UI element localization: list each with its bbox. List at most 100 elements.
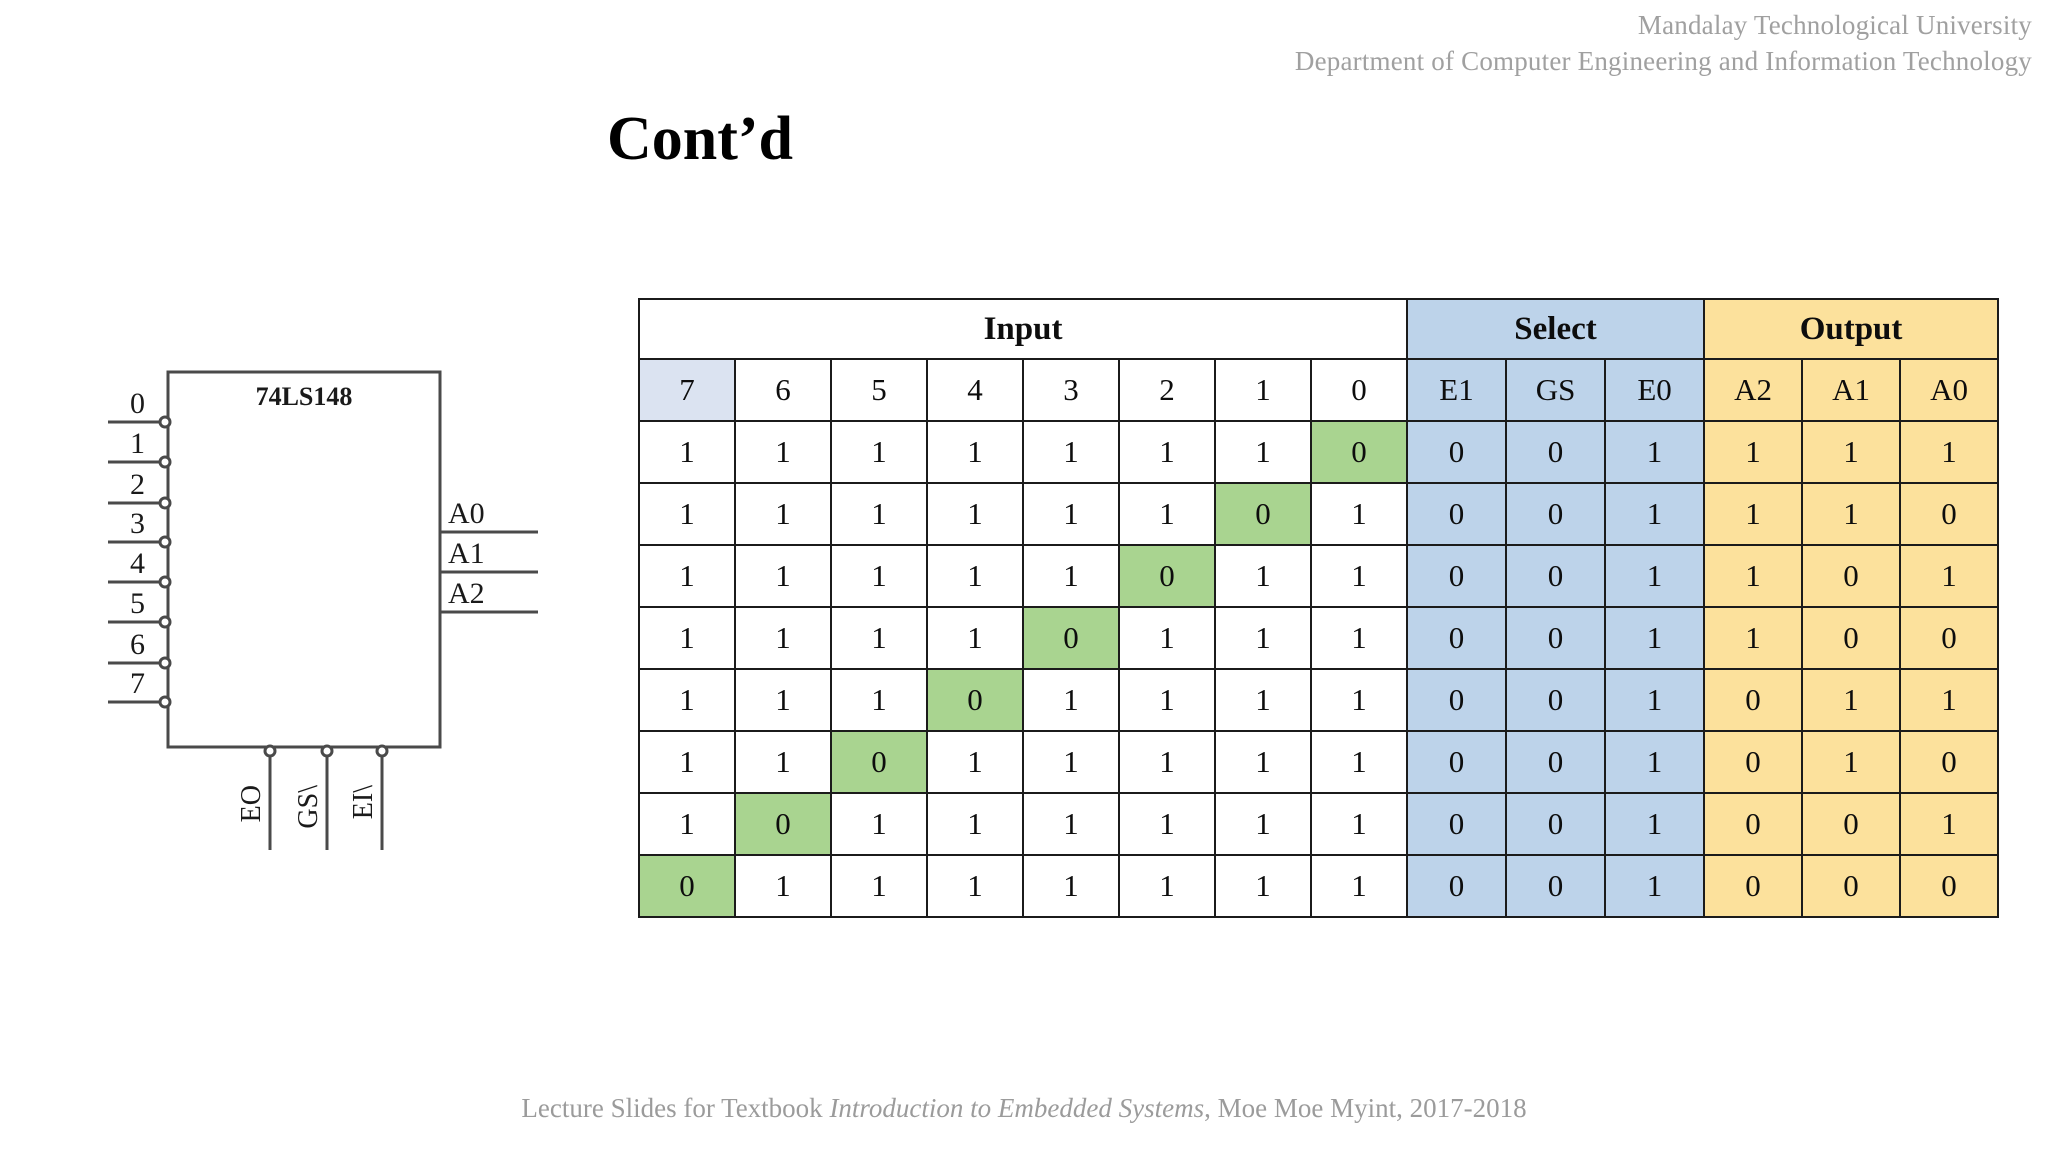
table-cell-r8-6: 1 (734, 854, 832, 918)
table-column-header-a0: A0 (1899, 358, 2000, 422)
table-cell-r8-a1: 0 (1801, 854, 1902, 918)
table-cell-r6-6: 1 (734, 730, 832, 794)
input-bubble-7 (158, 695, 172, 709)
table-cell-r7-0: 1 (1309, 792, 1409, 856)
table-column-header-a1: A1 (1801, 358, 1902, 422)
input-bubble-4 (158, 575, 172, 589)
table-cell-r6-a0: 0 (1899, 730, 2000, 794)
table-cell-r3-a2: 1 (1703, 544, 1804, 608)
bottom-pin-label-gs: GS\ (293, 785, 324, 829)
table-cell-r8-e0: 1 (1604, 854, 1706, 918)
table-cell-r8-4: 1 (926, 854, 1024, 918)
table-cell-r1-a1: 1 (1801, 420, 1902, 484)
table-cell-r4-4: 1 (926, 606, 1024, 670)
table-group-header-select: Select (1406, 298, 1706, 360)
table-cell-r1-7: 1 (638, 420, 736, 484)
table-cell-r5-a2: 0 (1703, 668, 1804, 732)
table-cell-r1-5: 1 (830, 420, 928, 484)
slide-header: Mandalay Technological University Depart… (1295, 8, 2032, 79)
table-cell-r3-e1: 0 (1406, 544, 1508, 608)
table-cell-r7-a2: 0 (1703, 792, 1804, 856)
table-cell-r6-5: 0 (830, 730, 928, 794)
table-cell-r4-7: 1 (638, 606, 736, 670)
table-cell-r1-e0: 1 (1604, 420, 1706, 484)
input-pin-label-3: 3 (130, 507, 145, 540)
table-cell-r6-3: 1 (1022, 730, 1120, 794)
table-cell-r3-a0: 1 (1899, 544, 2000, 608)
output-pin-label-a2: A2 (448, 577, 485, 610)
table-cell-r3-7: 1 (638, 544, 736, 608)
table-cell-r6-7: 1 (638, 730, 736, 794)
table-cell-r7-3: 1 (1022, 792, 1120, 856)
chip-schematic-svg: 74LS148 0 1 2 3 4 5 6 7 A (108, 370, 538, 850)
table-cell-r4-gs: 0 (1505, 606, 1607, 670)
table-cell-r7-7: 1 (638, 792, 736, 856)
output-pin-label-a0: A0 (448, 497, 485, 530)
table-cell-r7-4: 1 (926, 792, 1024, 856)
slide-footer: Lecture Slides for Textbook Introduction… (0, 1093, 2048, 1124)
department-name: Department of Computer Engineering and I… (1294, 45, 2032, 76)
table-cell-r8-7: 0 (638, 854, 736, 918)
table-cell-r4-2: 1 (1118, 606, 1216, 670)
table-cell-r1-0: 0 (1309, 420, 1409, 484)
table-cell-r5-e1: 0 (1406, 668, 1508, 732)
table-cell-r4-1: 1 (1214, 606, 1312, 670)
table-column-header-6: 6 (734, 358, 832, 422)
table-cell-r2-a1: 1 (1801, 482, 1902, 546)
table-cell-r3-3: 1 (1022, 544, 1120, 608)
table-cell-r2-a2: 1 (1703, 482, 1804, 546)
table-cell-r1-3: 1 (1022, 420, 1120, 484)
table-cell-r7-a0: 1 (1899, 792, 2000, 856)
table-column-header-0: 0 (1309, 358, 1409, 422)
table-cell-r8-a2: 0 (1703, 854, 1804, 918)
input-pin-label-1: 1 (130, 427, 145, 460)
table-cell-r4-a0: 0 (1899, 606, 2000, 670)
table-cell-r7-gs: 0 (1505, 792, 1607, 856)
table-cell-r7-e0: 1 (1604, 792, 1706, 856)
table-cell-r3-1: 1 (1214, 544, 1312, 608)
table-cell-r6-a1: 1 (1801, 730, 1902, 794)
table-cell-r3-a1: 0 (1801, 544, 1902, 608)
table-cell-r7-6: 0 (734, 792, 832, 856)
table-cell-r4-6: 1 (734, 606, 832, 670)
table-cell-r6-4: 1 (926, 730, 1024, 794)
table-cell-r3-5: 1 (830, 544, 928, 608)
table-cell-r2-6: 1 (734, 482, 832, 546)
input-pin-label-7: 7 (130, 667, 145, 700)
table-cell-r3-e0: 1 (1604, 544, 1706, 608)
table-cell-r7-2: 1 (1118, 792, 1216, 856)
input-bubble-3 (158, 535, 172, 549)
university-name: Mandalay Technological University (1637, 10, 2032, 40)
input-bubble-0 (158, 415, 172, 429)
table-cell-r5-gs: 0 (1505, 668, 1607, 732)
table-cell-r5-a1: 1 (1801, 668, 1902, 732)
table-column-header-5: 5 (830, 358, 928, 422)
table-cell-r2-5: 1 (830, 482, 928, 546)
table-cell-r5-3: 1 (1022, 668, 1120, 732)
bottom-pin-label-eo: EO (236, 785, 267, 822)
input-pin-label-2: 2 (130, 468, 145, 501)
footer-book-title: Introduction to Embedded Systems (829, 1093, 1205, 1123)
chip-part-number: 74LS148 (256, 382, 353, 411)
table-cell-r2-gs: 0 (1505, 482, 1607, 546)
table-cell-r5-4: 0 (926, 668, 1024, 732)
table-cell-r3-4: 1 (926, 544, 1024, 608)
table-cell-r1-4: 1 (926, 420, 1024, 484)
bottom-bubble-ei (375, 744, 389, 758)
input-bubble-6 (158, 656, 172, 670)
table-column-header-7: 7 (638, 358, 736, 422)
table-cell-r1-6: 1 (734, 420, 832, 484)
input-bubble-2 (158, 496, 172, 510)
chip-body (166, 370, 442, 749)
table-cell-r5-e0: 1 (1604, 668, 1706, 732)
table-column-header-gs: GS (1505, 358, 1607, 422)
table-column-header-2: 2 (1118, 358, 1216, 422)
table-cell-r5-2: 1 (1118, 668, 1216, 732)
input-pin-label-4: 4 (130, 547, 145, 580)
